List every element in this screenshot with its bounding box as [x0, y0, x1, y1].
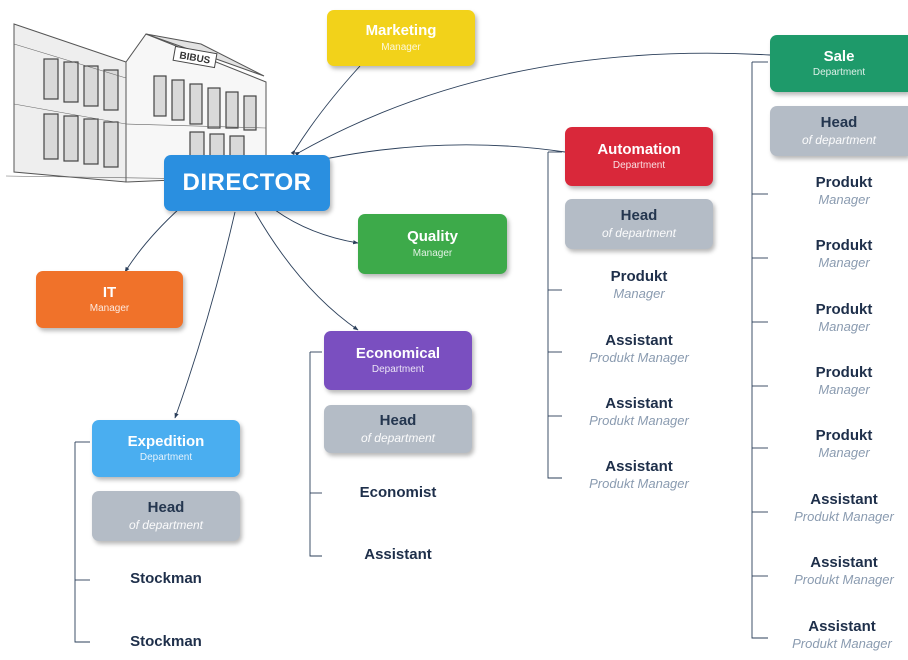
sale-item: Produkt Manager — [776, 174, 908, 208]
economical-subtitle: Department — [371, 364, 425, 376]
sale-item-title: Assistant — [810, 491, 878, 508]
quality-title: Quality — [407, 228, 458, 246]
tree-automation — [547, 152, 562, 479]
sale-subtitle: Department — [812, 67, 866, 79]
economical-box: Economical Department — [324, 331, 472, 390]
sale-item-subtitle: Manager — [818, 319, 870, 334]
expedition-item: Stockman — [92, 633, 240, 651]
automation-head-subtitle: of department — [601, 225, 677, 240]
sale-item: Assistant Produkt Manager — [776, 618, 908, 652]
sale-item-subtitle: Produkt Manager — [794, 509, 894, 524]
it-box: IT Manager — [36, 271, 183, 328]
it-subtitle: Manager — [89, 303, 130, 315]
economical-head-subtitle: of department — [360, 430, 436, 445]
sale-item-title: Produkt — [815, 364, 873, 381]
expedition-box: Expedition Department — [92, 420, 240, 477]
marketing-subtitle: Manager — [381, 41, 421, 53]
automation-item-title: Assistant — [605, 332, 673, 349]
sale-item-title: Produkt — [815, 237, 873, 254]
expedition-subtitle: Department — [139, 452, 193, 464]
sale-item: Produkt Manager — [776, 364, 908, 398]
sale-item-title: Produkt — [815, 301, 873, 318]
automation-item-subtitle: Produkt Manager — [589, 413, 689, 428]
economical-item: Assistant — [324, 546, 472, 564]
expedition-head-box: Head of department — [92, 491, 240, 541]
expedition-item-title: Stockman — [130, 570, 202, 587]
director-title: DIRECTOR — [182, 168, 312, 196]
automation-item-subtitle: Produkt Manager — [589, 476, 689, 491]
quality-subtitle: Manager — [412, 247, 453, 259]
automation-item-subtitle: Produkt Manager — [589, 350, 689, 365]
automation-item: Produkt Manager — [565, 268, 713, 302]
building-sign: BIBUS — [178, 50, 211, 66]
link-director-it — [124, 207, 181, 273]
automation-head-box: Head of department — [565, 199, 713, 249]
link-director-sale — [294, 52, 771, 157]
sale-item-subtitle: Manager — [818, 255, 870, 270]
sale-item-title: Produkt — [815, 427, 873, 444]
sale-item: Produkt Manager — [776, 301, 908, 335]
expedition-item: Stockman — [92, 570, 240, 588]
it-title: IT — [102, 283, 117, 301]
automation-item-title: Assistant — [605, 458, 673, 475]
link-director-marketing — [290, 65, 361, 156]
marketing-box: Marketing Manager — [327, 10, 475, 66]
economical-head-title: Head — [379, 412, 417, 430]
sale-title: Sale — [823, 47, 855, 65]
economical-item: Economist — [324, 484, 472, 502]
sale-head-box: Head of department — [770, 106, 908, 156]
link-director-quality — [274, 209, 359, 245]
link-director-expedition — [174, 211, 236, 419]
sale-item-subtitle: Manager — [818, 192, 870, 207]
sale-item-subtitle: Produkt Manager — [792, 636, 892, 651]
sale-head-title: Head — [820, 114, 858, 132]
sale-box: Sale Department — [770, 35, 908, 92]
quality-box: Quality Manager — [358, 214, 507, 274]
expedition-head-subtitle: of department — [128, 517, 204, 532]
sale-head-subtitle: of department — [801, 132, 877, 147]
sale-item: Produkt Manager — [776, 427, 908, 461]
economical-item-title: Economist — [359, 484, 437, 501]
economical-item-title: Assistant — [364, 546, 432, 563]
automation-item-title: Assistant — [605, 395, 673, 412]
automation-subtitle: Department — [612, 160, 666, 172]
office-building-image: BIBUS — [6, 23, 276, 183]
sale-item-title: Assistant — [808, 618, 876, 635]
sale-item: Assistant Produkt Manager — [776, 554, 908, 588]
sale-item: Produkt Manager — [776, 237, 908, 271]
economical-title: Economical — [355, 344, 441, 362]
automation-box: Automation Department — [565, 127, 713, 186]
tree-economical — [309, 352, 322, 557]
automation-item: Assistant Produkt Manager — [565, 458, 713, 492]
sale-item-title: Produkt — [815, 174, 873, 191]
automation-item: Assistant Produkt Manager — [565, 332, 713, 366]
automation-title: Automation — [597, 140, 681, 158]
marketing-title: Marketing — [365, 22, 437, 40]
sale-item-subtitle: Manager — [818, 445, 870, 460]
link-director-economical — [254, 211, 359, 331]
sale-item: Assistant Produkt Manager — [776, 491, 908, 525]
automation-item-subtitle: Manager — [613, 286, 665, 301]
automation-item: Assistant Produkt Manager — [565, 395, 713, 429]
automation-item-title: Produkt — [610, 268, 668, 285]
director-box: DIRECTOR — [164, 155, 330, 211]
tree-expedition — [74, 442, 90, 643]
sale-item-subtitle: Produkt Manager — [794, 572, 894, 587]
expedition-head-title: Head — [147, 499, 185, 517]
tree-sale — [751, 62, 768, 639]
sale-item-title: Assistant — [810, 554, 878, 571]
expedition-item-title: Stockman — [130, 633, 202, 650]
economical-head-box: Head of department — [324, 405, 472, 453]
link-director-automation — [324, 144, 566, 162]
sale-item-subtitle: Manager — [818, 382, 870, 397]
automation-head-title: Head — [620, 207, 658, 225]
expedition-title: Expedition — [127, 432, 205, 450]
